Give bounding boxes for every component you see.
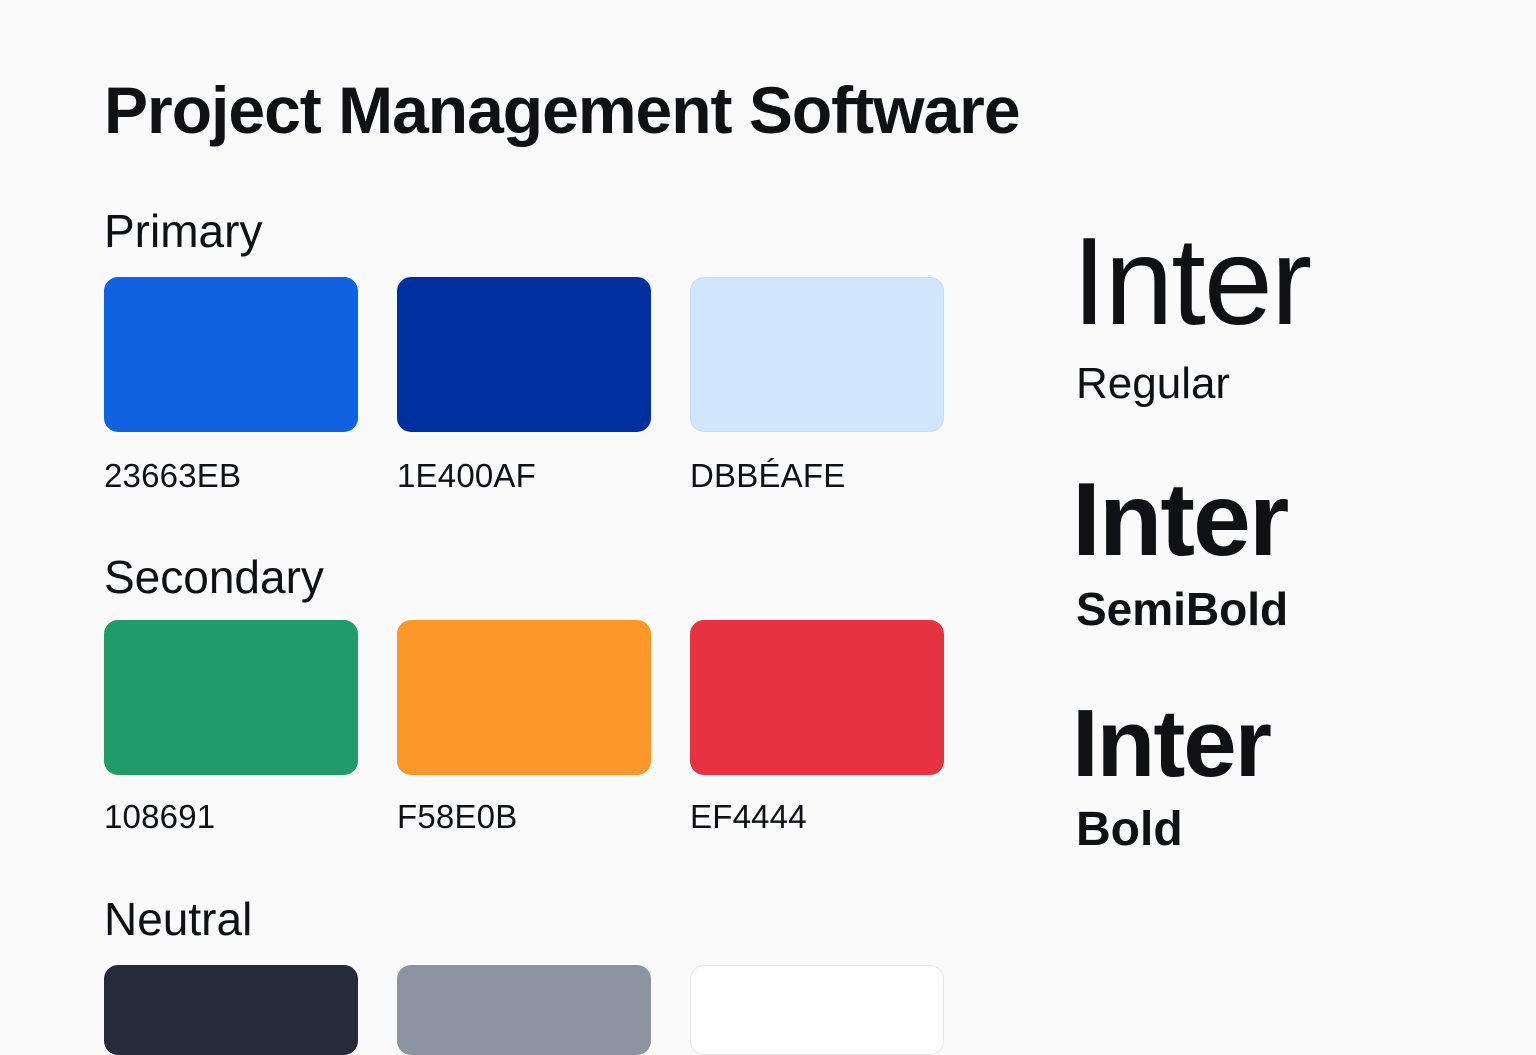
primary-swatch-2 [397, 277, 651, 432]
secondary-swatch-3 [690, 620, 944, 775]
primary-swatch-1 [104, 277, 358, 432]
section-title-neutral: Neutral [104, 893, 253, 945]
section-title-primary: Primary [104, 205, 263, 257]
primary-swatch-1-code: 23663EB [104, 457, 242, 494]
secondary-swatch-2 [397, 620, 651, 775]
secondary-swatch-1-code: 108691 [104, 798, 216, 835]
font-weight-label-regular: Regular [1076, 359, 1231, 408]
secondary-swatch-1 [104, 620, 358, 775]
section-title-secondary: Secondary [104, 551, 324, 603]
neutral-swatch-3 [690, 965, 944, 1055]
primary-swatch-3 [690, 277, 944, 432]
secondary-swatch-3-code: EF4444 [690, 798, 807, 835]
font-sample-regular: Inter [1072, 213, 1312, 351]
font-weight-label-semibold: SemiBold [1076, 583, 1289, 635]
neutral-swatch-2 [397, 965, 651, 1055]
primary-swatch-3-code: DBBÉAFE [690, 457, 846, 494]
page-title: Project Management Software [104, 73, 1021, 147]
font-weight-label-bold: Bold [1076, 803, 1183, 856]
secondary-swatch-2-code: F58E0B [397, 798, 518, 835]
primary-swatch-2-code: 1E400AF [397, 457, 536, 494]
font-sample-bold: Inter [1072, 690, 1272, 797]
font-sample-semibold: Inter [1072, 462, 1289, 578]
neutral-swatch-1 [104, 965, 358, 1055]
